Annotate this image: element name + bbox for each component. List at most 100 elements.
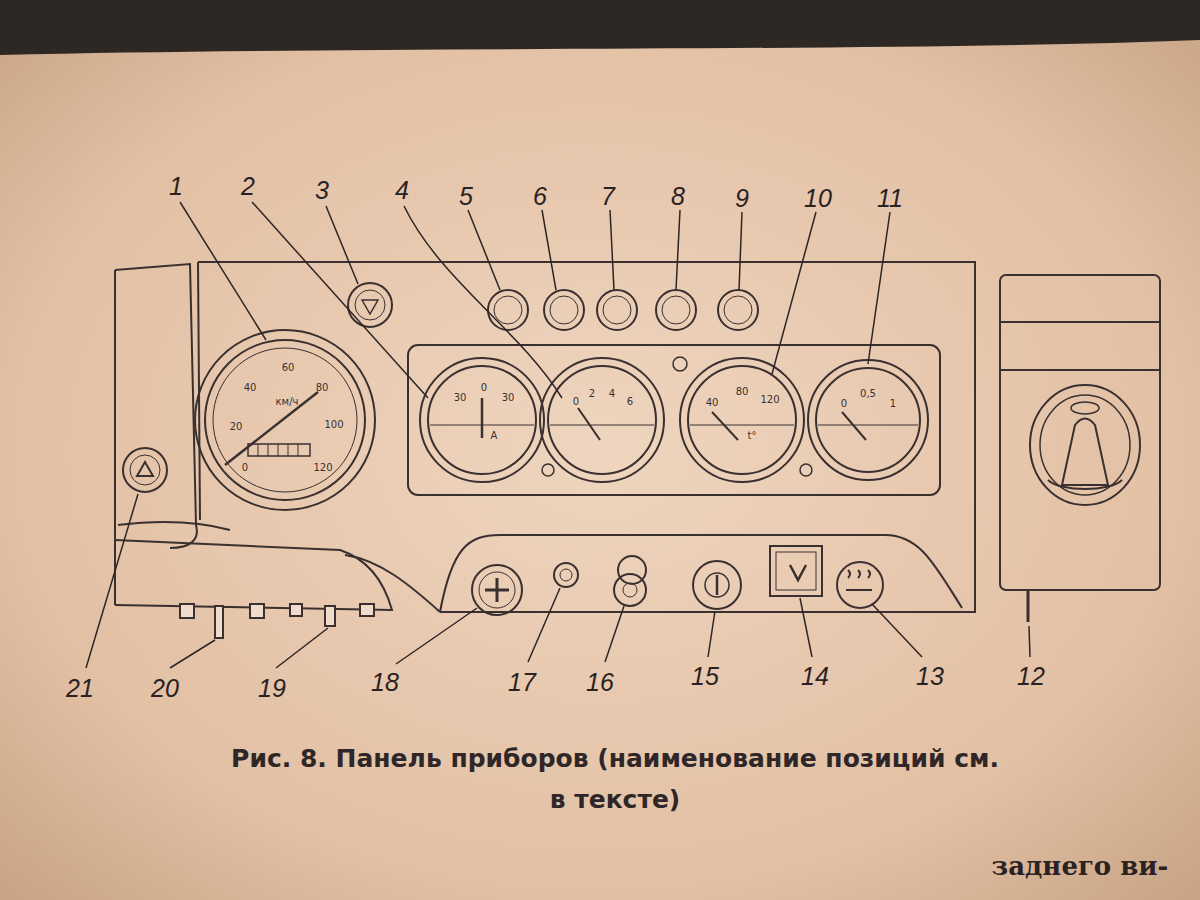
screw [800,464,812,476]
leader-line [396,608,477,664]
mount-top [1071,402,1099,414]
callout-number: 7 [601,184,615,209]
fan-switch [472,565,522,615]
left-shelf [115,540,392,610]
callout-number: 21 [66,676,94,701]
dial-number: 2 [589,389,595,399]
bezel [195,330,375,510]
dial-unit: t° [748,431,757,441]
dial-number: 0 [481,383,487,393]
fan-symbol [485,578,509,602]
leader-line [868,212,890,364]
leader-line [252,202,428,398]
dial-number: 80 [736,387,749,397]
callout-number: 9 [735,186,749,211]
gauges [420,357,928,482]
light-switch [770,546,822,596]
callout-number: 13 [916,664,944,689]
left-pillar-edge [114,270,116,605]
left-pillar [115,264,197,548]
cone [1062,419,1108,486]
dial-number: 1 [890,399,896,409]
stalk [215,606,223,638]
callout-number: 14 [801,664,829,689]
warning-lamp [603,296,631,324]
needle [578,408,600,440]
fan-switch [479,572,515,608]
callout-number: 4 [395,178,409,203]
leader-line [800,598,812,657]
control-band [440,535,962,612]
callout-number: 11 [877,186,903,211]
leader-line [772,212,816,374]
bezel [816,368,920,472]
leader-lines [86,202,1030,668]
dial-number: 0 [573,397,579,407]
mount [1030,385,1140,505]
hazard-triangle [137,462,153,476]
panel-body [198,262,975,612]
callout-number: 18 [371,670,399,695]
dial-number: 6 [627,397,633,407]
stalk [360,604,374,616]
dial-number: 60 [282,363,295,373]
warning-lamp [488,290,528,330]
heater-switch [837,562,883,608]
dial-number: 120 [760,395,779,405]
dial-number: 0 [841,399,847,409]
warning-lamp [662,296,690,324]
knob [614,574,646,606]
dial-unit: км/ч [276,397,299,407]
dial-unit: А [491,431,498,441]
dial-number: 0,5 [860,389,876,399]
callout-number: 3 [315,178,329,203]
leader-line [86,494,138,668]
ignition-lock [705,573,729,597]
bezel [420,358,544,482]
leader-line [528,588,560,662]
callout-number: 15 [691,664,719,689]
leader-line [170,640,215,668]
bezel [680,358,804,482]
light-switch [776,552,816,590]
bezel [540,358,664,482]
screw [542,464,554,476]
warning-lamp [597,290,637,330]
stalks [180,604,374,638]
stud [1027,590,1030,622]
dial-number: 0 [242,463,248,473]
dark-edge [0,0,1200,55]
warning-lamp [718,290,758,330]
callout-number: 20 [151,676,179,701]
emblem-mark [362,300,378,314]
leader-line [180,202,266,340]
gauge-cluster [408,345,940,495]
speedometer [195,330,375,510]
callout-number: 16 [586,670,614,695]
stalk [250,604,264,618]
bezel [428,366,536,474]
odometer [248,444,310,456]
warning-lamp [656,290,696,330]
dial-number: 30 [454,393,467,403]
callout-number: 1 [169,174,183,199]
dial-number: 4 [609,389,615,399]
bezel [548,366,656,474]
needle [842,412,866,440]
dial-number: 20 [230,422,243,432]
dial-line [550,425,654,426]
right-fixture [1028,385,1140,622]
bezel [688,366,796,474]
knob [623,583,637,597]
ignition-lock [693,561,741,609]
dial-number: 80 [316,383,329,393]
leader-line [404,206,562,398]
screw [673,357,687,371]
leader-line [542,210,556,290]
shelf-edge [118,522,230,530]
dial-number: 40 [244,383,257,393]
callout-number: 17 [508,670,536,695]
leader-line [872,604,922,657]
toggle [560,569,572,581]
